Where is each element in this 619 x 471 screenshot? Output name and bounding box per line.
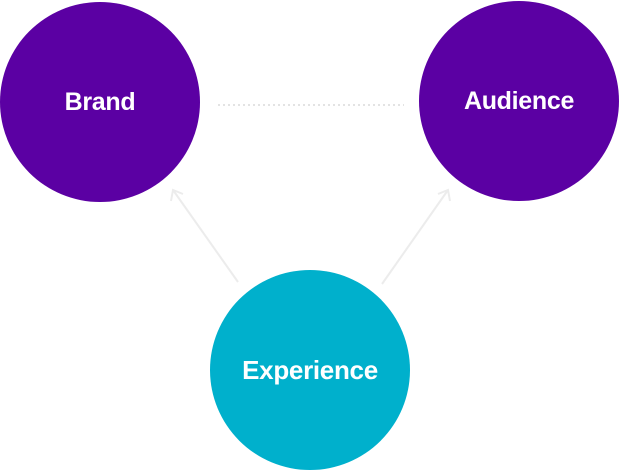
audience-node: Audience xyxy=(419,1,619,201)
brand-label: Brand xyxy=(64,87,136,116)
audience-label: Audience xyxy=(463,86,575,115)
experience-label: Experience xyxy=(242,354,378,385)
experience-to-brand-arrow xyxy=(170,188,239,283)
experience-to-audience-arrow xyxy=(381,188,451,285)
brand-node: Brand xyxy=(0,2,200,202)
experience-node: Experience xyxy=(210,270,410,470)
